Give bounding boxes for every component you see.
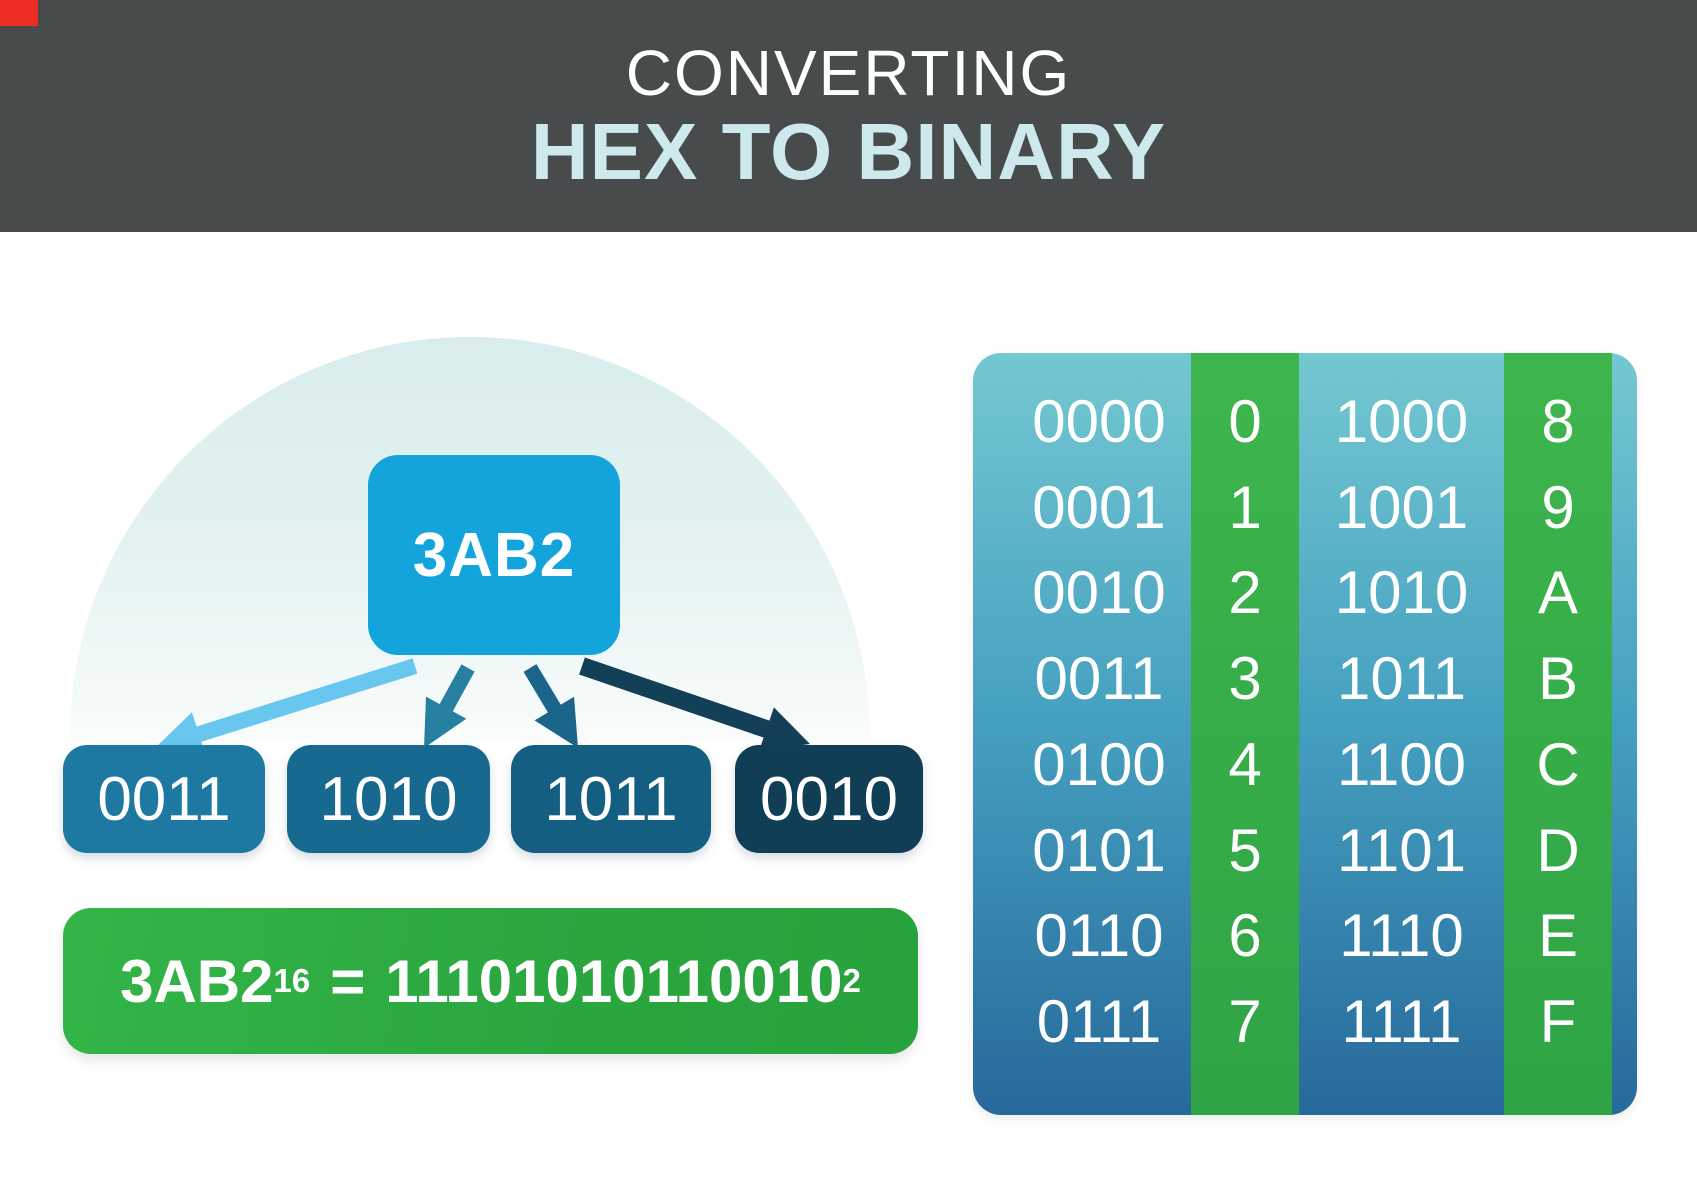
title-line-2: HEX TO BINARY [530, 106, 1167, 196]
green-stripe-2 [1504, 353, 1612, 1115]
nibble-box-2: 1011 [511, 745, 711, 853]
corner-red-mark [0, 0, 38, 26]
hex-digit-cell: F [1539, 988, 1577, 1056]
binary-nibble-cell: 1111 [1341, 988, 1462, 1056]
equation-binary-value: 11101010110010 [385, 947, 843, 1015]
hex-digit-cell: 2 [1228, 559, 1262, 627]
hex-digit-cell: 9 [1541, 473, 1575, 541]
hex-source-box: 3AB2 [368, 455, 620, 655]
hex-digit-cell: 5 [1228, 816, 1262, 884]
hex-digit-cell: 4 [1228, 730, 1262, 798]
hex-digit-cell: 8 [1541, 387, 1575, 455]
binary-nibble-cell: 1011 [1336, 645, 1467, 713]
hex-digit-cell: 1 [1228, 473, 1262, 541]
hex-digit-cell: E [1537, 902, 1579, 970]
equation-equals-sign: = [330, 947, 366, 1015]
hex-digit-cell: D [1536, 816, 1580, 884]
hex-digit-cell: C [1536, 730, 1580, 798]
equation-hex-value: 3AB2 [120, 947, 274, 1015]
binary-nibble-cell: 1110 [1339, 902, 1464, 970]
binary-nibble-cell: 0101 [1032, 816, 1166, 884]
binary-nibble-cell: 0010 [1032, 559, 1166, 627]
equation-hex-base-subscript: 16 [273, 962, 311, 999]
hex-digit-cell: 0 [1228, 387, 1262, 455]
title-line-1: CONVERTING [625, 37, 1072, 110]
binary-nibble-cell: 0011 [1034, 645, 1164, 713]
binary-nibble-cell: 0000 [1032, 387, 1166, 455]
hex-digit-cell: 3 [1228, 645, 1262, 713]
nibble-box-0: 0011 [63, 745, 265, 853]
nibble-box-1: 1010 [287, 745, 490, 853]
hex-digit-cell: A [1537, 559, 1579, 627]
binary-nibble-cell: 1001 [1334, 473, 1469, 541]
header-banner: CONVERTING HEX TO BINARY [0, 0, 1697, 232]
binary-nibble-cell: 0111 [1036, 988, 1162, 1056]
nibble-box-3: 0010 [735, 745, 923, 853]
green-stripe-1 [1191, 353, 1299, 1115]
equation-binary-base-subscript: 2 [842, 962, 861, 999]
binary-nibble-cell: 1100 [1336, 730, 1467, 798]
binary-nibble-cell: 0100 [1032, 730, 1166, 798]
binary-nibble-cell: 1101 [1336, 816, 1467, 884]
hex-digit-cell: 6 [1228, 902, 1262, 970]
hex-source-value: 3AB2 [412, 520, 576, 590]
binary-nibble-cell: 1010 [1334, 559, 1469, 627]
binary-nibble-cell: 0110 [1034, 902, 1164, 970]
hex-digit-cell: B [1537, 645, 1579, 713]
binary-nibble-cell: 1000 [1334, 387, 1469, 455]
hex-digit-cell: 7 [1228, 988, 1262, 1056]
binary-nibble-cell: 0001 [1032, 473, 1166, 541]
